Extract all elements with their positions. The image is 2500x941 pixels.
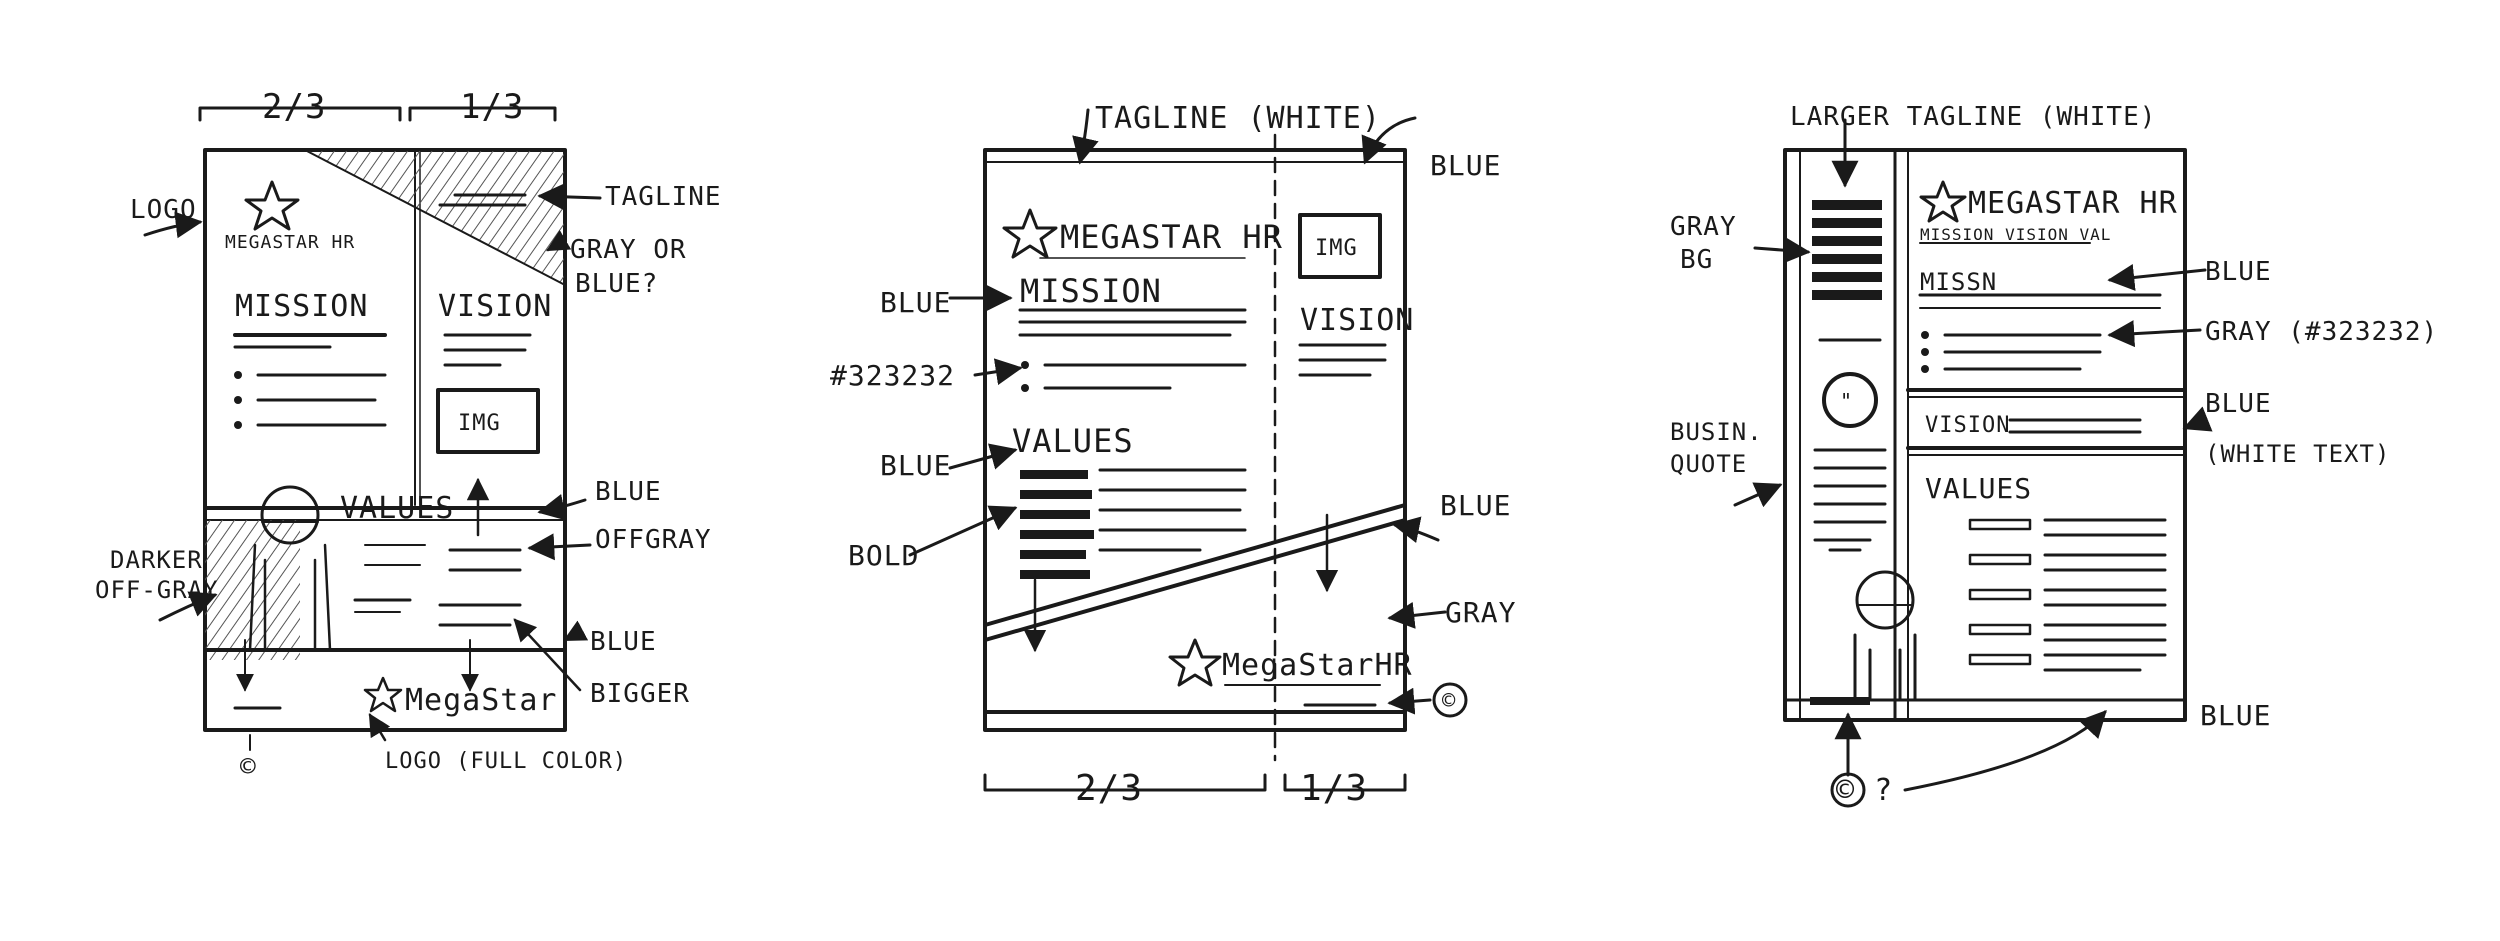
label-two-thirds: 2/3 [262,87,326,127]
label-blue-footer: BLUE [2200,699,2271,732]
heading-mission: MISSION [235,289,368,324]
sketch-three-labels: LARGER TAGLINE (WHITE) GRAY BG MEGASTAR … [1670,102,2438,808]
copyright-mark: © [1442,689,1456,714]
label-tagline: TAGLINE [605,182,722,212]
label-hex-gray: #323232 [830,359,955,392]
logo-text: MEGASTAR HR [1060,218,1283,256]
sketch-two-labels: TAGLINE (WHITE) BLUE MEGASTAR HR IMG BLU… [830,101,1516,809]
img-placeholder-label: IMG [458,411,501,436]
heading-vision: VISION [1925,413,2010,438]
label-gray: GRAY [1445,596,1516,629]
label-bold: BOLD [848,539,919,572]
label-logo: LOGO [130,195,197,225]
label-gray-hex: GRAY (#323232) [2205,317,2438,347]
label-blue-vision: BLUE [2205,389,2272,419]
label-blue-values: BLUE [880,449,951,482]
logo-text: MEGASTAR HR [225,232,355,253]
svg-text:": " [1840,389,1853,413]
label-blue-values: BLUE [595,477,662,507]
label-one-third: 1/3 [1300,768,1368,809]
heading-vision: VISION [1300,303,1414,338]
heading-values: VALUES [1012,422,1134,460]
label-larger-tagline: LARGER TAGLINE (WHITE) [1790,102,2156,132]
heading-values: VALUES [1925,472,2032,505]
sketch-three: " [1733,118,2213,808]
label-off-gray: OFF-GRAY [95,576,219,604]
label-tagline-white: TAGLINE (WHITE) [1095,101,1381,136]
heading-vision: VISION [438,289,552,324]
logo-text: MEGASTAR HR [1968,186,2178,221]
label-two-thirds: 2/3 [1075,768,1143,809]
copyright-mark: © [240,752,257,782]
heading-mission: MISSION [1020,272,1162,310]
label-one-third: 1/3 [460,87,524,127]
label-white-text: (WHITE TEXT) [2205,440,2390,468]
label-bigger: BIGGER [590,679,690,709]
label-blue-diagonal: BLUE [1440,489,1511,522]
label-logo-full-color: LOGO (FULL COLOR) [385,749,627,774]
sketch-two [908,108,1468,792]
footer-logo-text: MegaStarHR [1222,648,1413,683]
label-offgray: OFFGRAY [595,525,712,555]
sketch-one [143,106,602,751]
label-gray: GRAY [1670,212,1737,242]
copyright-question: © ? [1836,773,1893,808]
label-quote: QUOTE [1670,450,1747,478]
heading-mission: MISSN [1920,268,1997,296]
label-blue-footer: BLUE [590,627,657,657]
sketch-one-labels: 2/3 1/3 LOGO MEGASTAR HR TAGLINE GRAY OR… [95,87,722,782]
label-blue-header: BLUE [1430,149,1501,182]
label-blue-question: BLUE? [575,269,658,299]
label-bg: BG [1680,245,1713,275]
label-blue-mission: BLUE [2205,257,2272,287]
label-darker: DARKER [110,546,203,574]
footer-logo-text: MegaStar [405,683,558,718]
subtitle-mission-vision: MISSION VISION VAL [1920,225,2111,244]
label-gray-or: GRAY OR [570,235,687,265]
label-blue-mission: BLUE [880,286,951,319]
label-busin: BUSIN. [1670,418,1763,446]
img-placeholder-label: IMG [1315,236,1358,261]
heading-values: VALUES [340,491,454,526]
